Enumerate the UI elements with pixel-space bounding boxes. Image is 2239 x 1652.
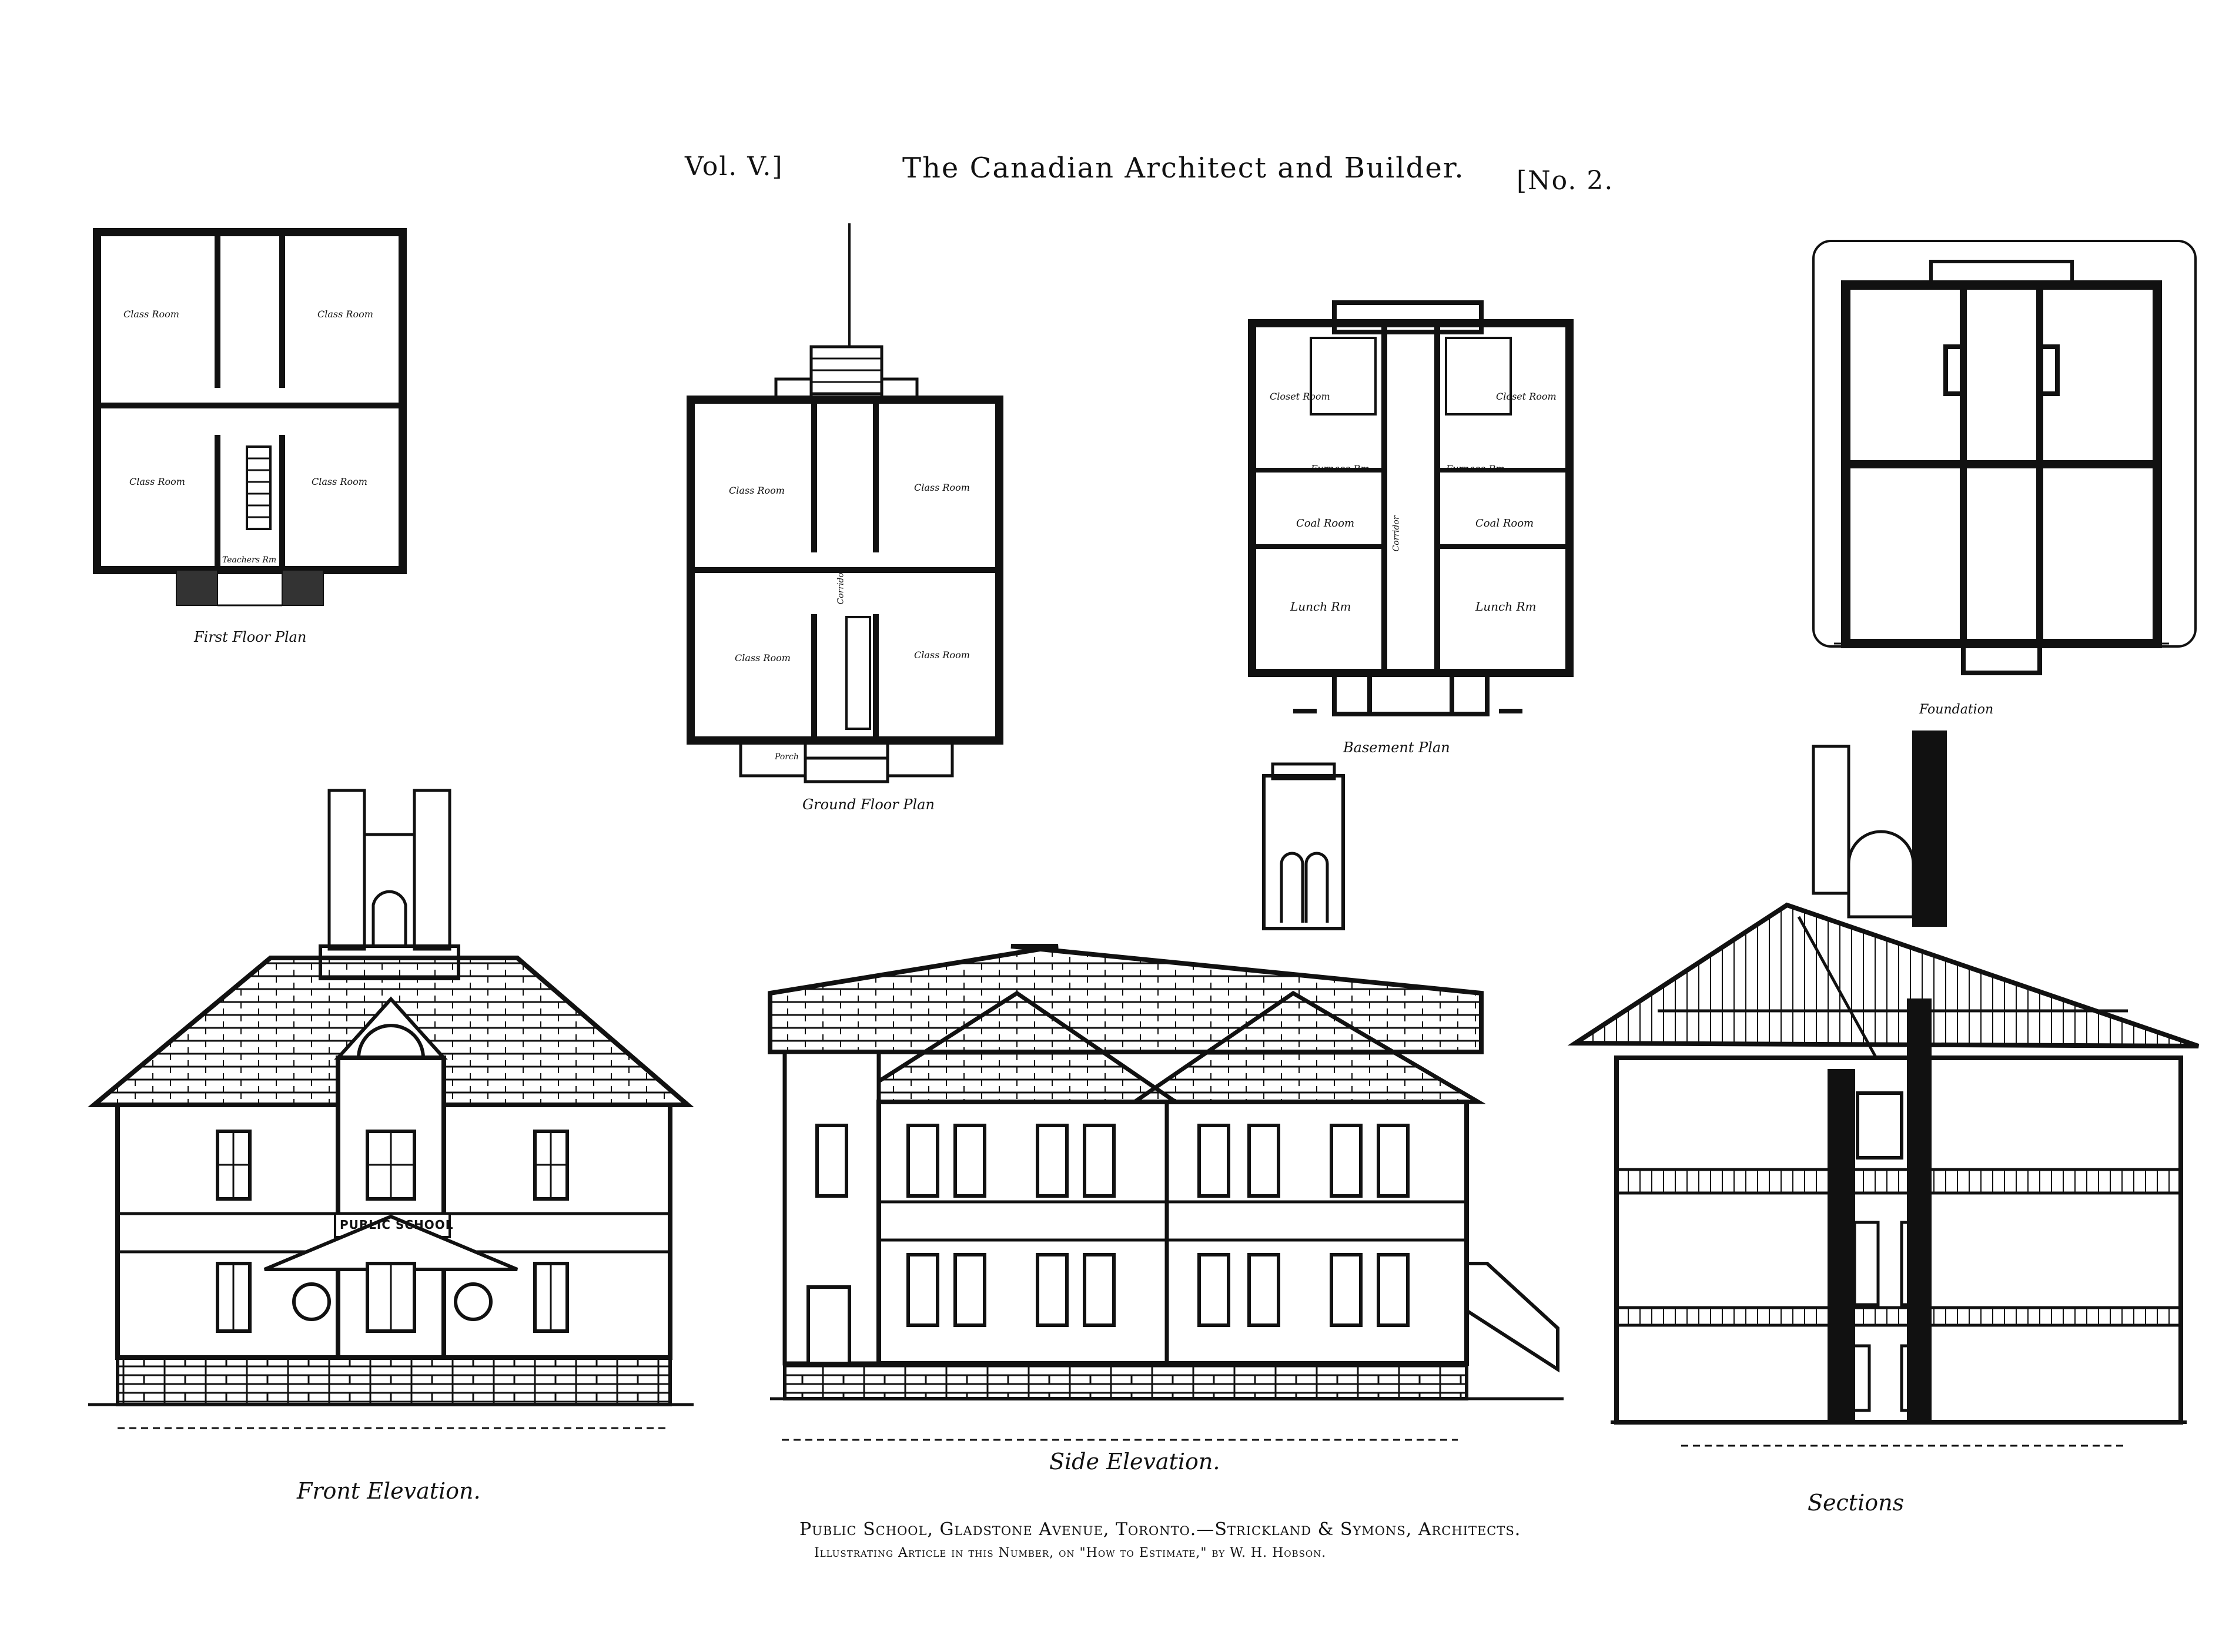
footer-subcaption: Illustrating Article in this Number, on … xyxy=(814,1546,1327,1560)
room-label: Coal Room xyxy=(1296,517,1355,530)
room-label: Class Room xyxy=(129,476,185,487)
corridor-label: Corridor xyxy=(836,568,846,605)
ground-floor-caption: Ground Floor Plan xyxy=(802,796,935,813)
room-label: Furnace Rm xyxy=(1311,463,1370,474)
front-elevation xyxy=(87,789,694,1429)
room-label: Furnace Rm xyxy=(1446,463,1505,474)
room-label: Closet Room xyxy=(1496,391,1557,402)
footer-caption: Public School, Gladstone Avenue, Toronto… xyxy=(799,1519,1521,1540)
first-floor-plan xyxy=(93,228,407,606)
room-label: Class Room xyxy=(735,652,791,664)
room-label: Class Room xyxy=(914,482,970,493)
basement-plan xyxy=(1248,300,1574,716)
room-label: Class Room xyxy=(914,649,970,661)
volume-label: Vol. V.] xyxy=(685,152,784,182)
room-label: Lunch Rm xyxy=(1475,599,1537,614)
sections-caption: Sections xyxy=(1808,1490,1905,1516)
first-floor-caption: First Floor Plan xyxy=(194,629,307,645)
journal-title: The Canadian Architect and Builder. xyxy=(902,152,1465,185)
room-label: Class Room xyxy=(123,309,179,320)
sections xyxy=(1567,731,2200,1447)
corridor-label: Corridor xyxy=(1391,515,1401,552)
ground-floor-plan xyxy=(687,223,1003,783)
foundation-caption: Foundation xyxy=(1919,702,1994,717)
teachers-room-label: Teachers Rm xyxy=(222,555,277,565)
room-label: Lunch Rm xyxy=(1290,599,1351,614)
porch-label: Porch xyxy=(775,752,799,762)
room-label: Coal Room xyxy=(1475,517,1534,530)
room-label: Class Room xyxy=(317,309,373,320)
school-sign: PUBLIC SCHOOL xyxy=(340,1218,454,1232)
front-elevation-caption: Front Elevation. xyxy=(297,1478,481,1504)
side-elevation-caption: Side Elevation. xyxy=(1049,1449,1220,1475)
side-elevation xyxy=(768,762,1564,1441)
foundation-plan xyxy=(1812,240,2197,675)
issue-number: [No. 2. xyxy=(1517,166,1614,196)
room-label: Class Room xyxy=(729,485,785,496)
room-label: Closet Room xyxy=(1270,391,1330,402)
room-label: Class Room xyxy=(312,476,367,487)
basement-caption: Basement Plan xyxy=(1343,739,1450,756)
